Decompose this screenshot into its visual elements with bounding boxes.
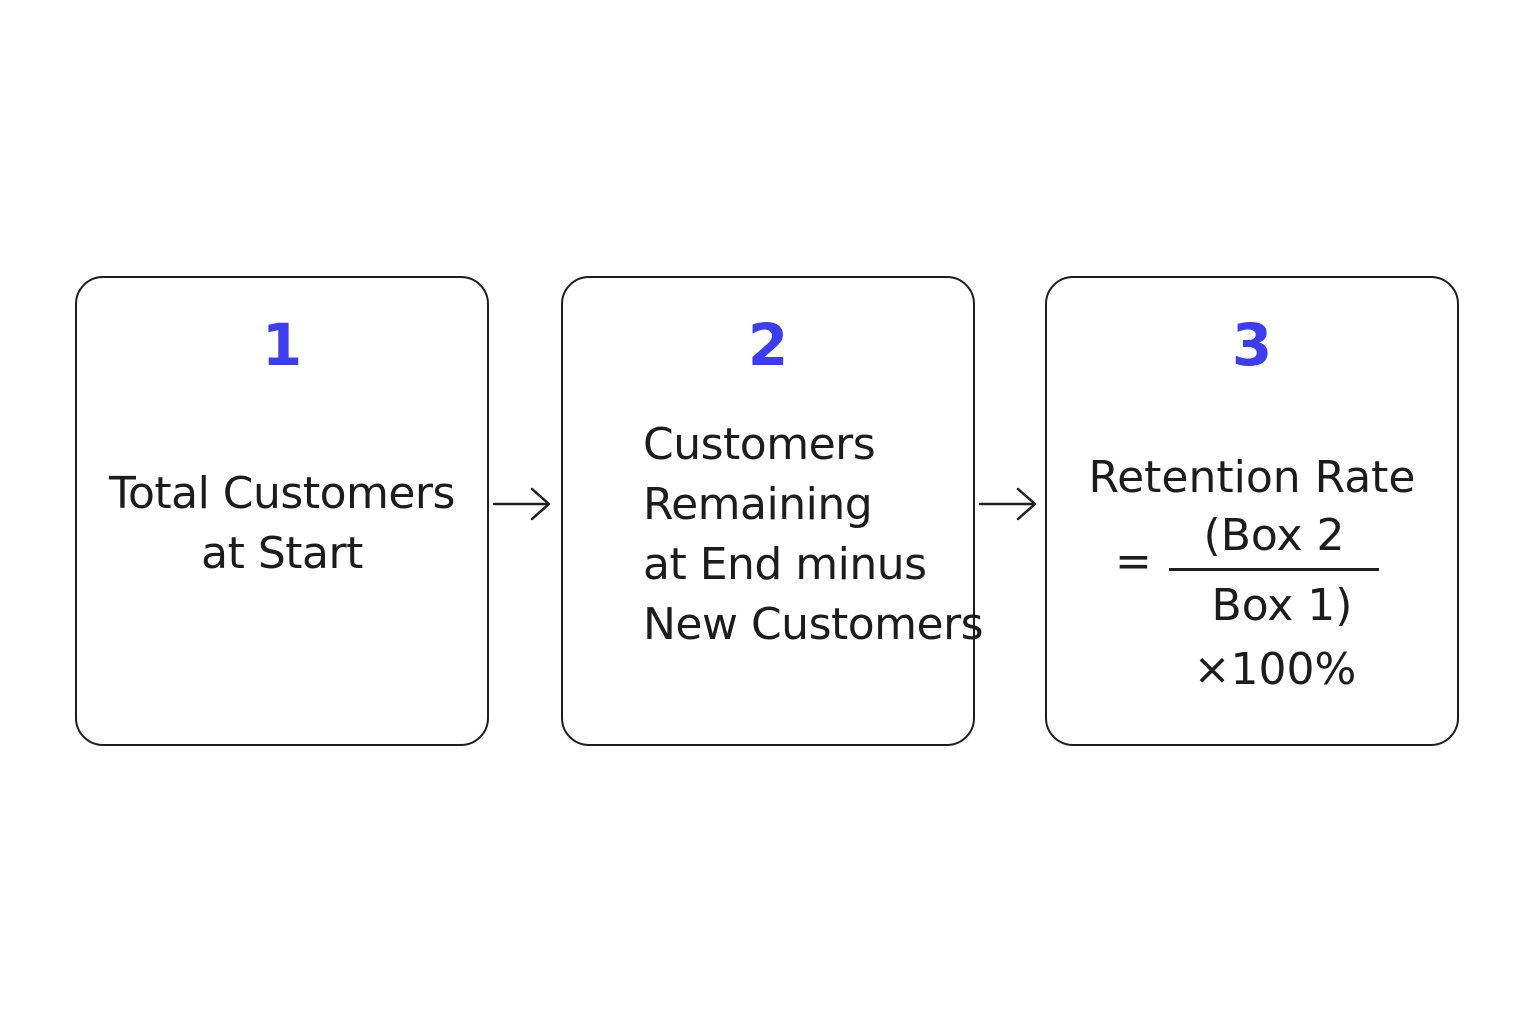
step-description-line: Remaining xyxy=(643,479,873,530)
step-description: Total Customers at Start xyxy=(77,464,487,584)
step-description-line: New Customers xyxy=(643,599,984,650)
formula-denominator: Box 1) xyxy=(1211,580,1353,631)
step-description: Customers Remaining at End minus New Cus… xyxy=(643,415,984,655)
formula-title: Retention Rate xyxy=(1088,452,1416,503)
equals-sign: = xyxy=(1115,536,1152,587)
step-number: 3 xyxy=(1231,311,1273,379)
step-number: 2 xyxy=(747,311,789,379)
step-description-line: Customers xyxy=(643,419,876,470)
step-description-line: at Start xyxy=(201,528,363,579)
formula-numerator: (Box 2 xyxy=(1203,510,1345,561)
arrow-right-icon xyxy=(978,487,1037,521)
arrow-right-icon xyxy=(492,487,551,521)
step-description-line: at End minus xyxy=(643,539,927,590)
fraction-bar xyxy=(1169,568,1379,571)
step-box-3: 3 Retention Rate = (Box 2 Box 1) ×100% xyxy=(1045,276,1459,746)
step-number: 1 xyxy=(261,311,303,379)
step-description-line: Total Customers xyxy=(109,468,455,519)
step-box-2: 2 Customers Remaining at End minus New C… xyxy=(561,276,984,746)
formula-multiplier: ×100% xyxy=(1193,644,1357,695)
step-box-1: 1 Total Customers at Start xyxy=(75,276,489,746)
